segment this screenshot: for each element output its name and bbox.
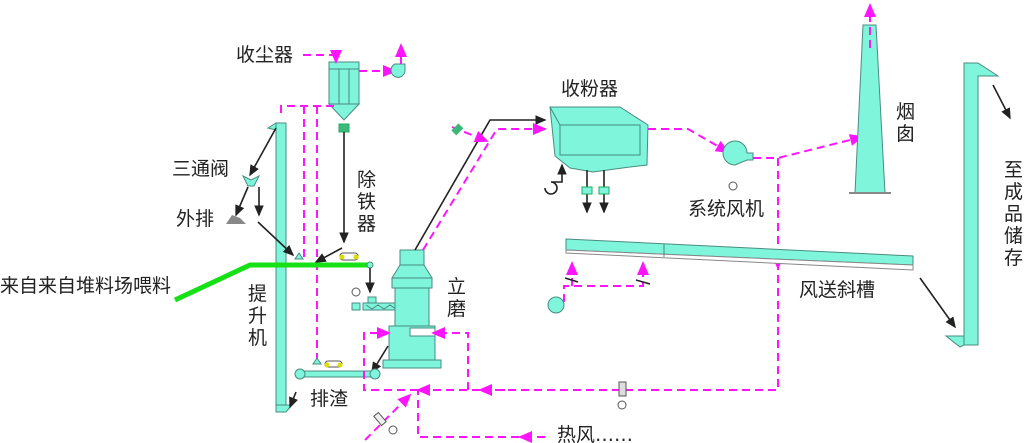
svg-text:铁: 铁 — [357, 191, 376, 213]
valve-to-external — [235, 186, 249, 217]
svg-text:立: 立 — [447, 276, 466, 298]
storage-elevator — [944, 62, 1000, 348]
elevator-to-valve — [249, 127, 277, 177]
mill-slag-line — [371, 345, 389, 374]
label-chimney: 烟 囱 — [896, 101, 915, 145]
screw-motor-icon — [351, 287, 361, 297]
svg-text:至: 至 — [1004, 159, 1023, 181]
cold-air-damper-icon — [373, 411, 398, 435]
slag-hopper-marker — [312, 357, 322, 365]
chimney — [849, 24, 891, 194]
recirc-damper-icon — [617, 381, 627, 410]
recirculation-air — [480, 158, 779, 391]
label-slag-discharge: 排渣 — [310, 388, 348, 410]
label-dust-collector: 收尘器 — [236, 44, 293, 66]
label-vertical-mill: 立 磨 — [447, 276, 466, 320]
dust-collector-outlet-valve-icon — [338, 123, 350, 133]
vertical-mill — [382, 249, 442, 369]
svg-text:提: 提 — [248, 283, 267, 305]
svg-text:机: 机 — [248, 327, 267, 349]
hot-air-to-mill-left — [363, 327, 418, 391]
hot-air-to-mill-right — [431, 327, 469, 390]
svg-text:磨: 磨 — [447, 298, 466, 320]
cold-air-inlet — [364, 393, 412, 441]
powder-collector — [549, 106, 649, 173]
label-air-slide: 风送斜槽 — [799, 279, 875, 301]
mill-to-powder-collector-air — [422, 123, 547, 251]
hot-air-inlet — [417, 390, 545, 438]
label-elevator: 提 升 机 — [248, 283, 267, 349]
conveyor-head-pulley — [366, 261, 374, 269]
svg-text:器: 器 — [357, 213, 376, 235]
fan-to-chimney-air — [753, 134, 864, 159]
slag-to-elevator — [289, 391, 299, 409]
air-slide — [565, 238, 914, 271]
svg-text:升: 升 — [248, 305, 267, 327]
dust-collector — [327, 61, 361, 121]
svg-text:品: 品 — [1004, 203, 1023, 225]
valve-feed-return — [257, 221, 295, 257]
svg-text:除: 除 — [357, 169, 376, 191]
dust-fan-icon — [390, 63, 406, 78]
label-system-fan: 系统风机 — [688, 198, 764, 220]
label-feed-source: 来自来自堆料场喂料 — [0, 275, 171, 297]
slide-to-storage — [919, 277, 956, 329]
air-slide-blower — [547, 261, 651, 314]
weigh-feeder-icon — [339, 252, 359, 261]
label-powder-collector: 收粉器 — [561, 78, 618, 100]
system-fan-motor-icon — [728, 181, 738, 191]
feed-belt-conveyor — [173, 262, 370, 303]
slag-weigh-icon — [324, 360, 343, 368]
mill-to-powder-collector-material — [414, 115, 547, 251]
elevator-dedust-air — [280, 105, 334, 118]
cold-air-valve-icon — [451, 123, 464, 136]
feed-hopper-marker — [294, 252, 304, 260]
storage-elevator-arrow — [992, 84, 1011, 120]
svg-text:囱: 囱 — [896, 123, 915, 145]
label-three-way-valve: 三通阀 — [172, 158, 229, 180]
label-external-discharge: 外排 — [176, 208, 214, 230]
svg-text:储: 储 — [1004, 225, 1023, 247]
svg-text:成: 成 — [1004, 181, 1023, 203]
slag-conveyor — [294, 368, 381, 380]
svg-text:存: 存 — [1004, 247, 1023, 269]
label-hot-air: 热风…… — [557, 424, 633, 443]
iron-remover-to-conveyor — [314, 247, 343, 263]
svg-text:烟: 烟 — [896, 101, 915, 123]
label-iron-remover: 除 铁 器 — [357, 169, 376, 235]
system-fan — [722, 140, 754, 191]
three-way-valve-icon — [241, 174, 261, 187]
collector-to-fan-air — [648, 128, 730, 153]
label-to-storage: 至 成 品 储 存 — [1004, 159, 1023, 269]
external-discharge-pile-icon — [226, 215, 246, 224]
pulse-fan-line — [544, 163, 567, 195]
dust-collector-inlet-air — [303, 50, 342, 64]
powder-outlet-valves — [581, 170, 610, 214]
